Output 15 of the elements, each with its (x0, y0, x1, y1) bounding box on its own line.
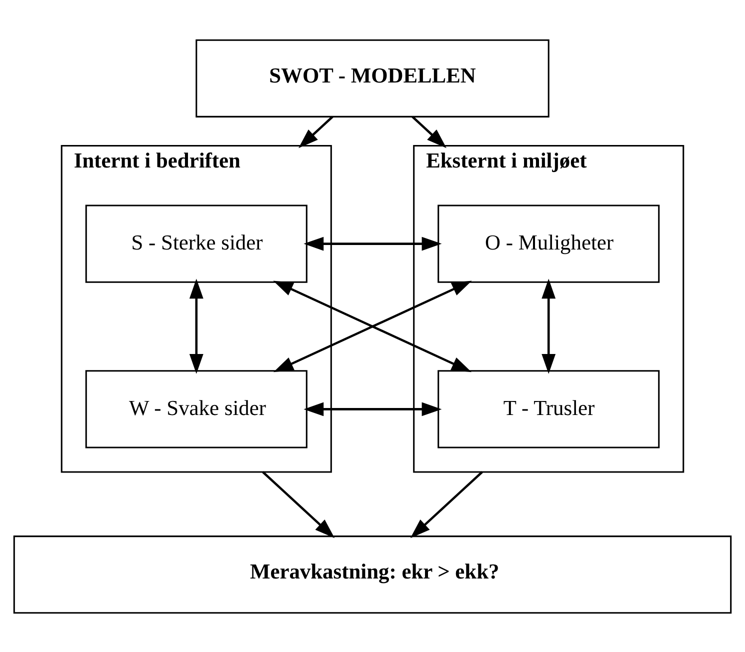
arrow (304, 402, 442, 416)
node-box: Meravkastning: ekr > ekk? (13, 535, 732, 614)
arrow (298, 115, 334, 148)
arrow (304, 236, 442, 250)
arrow (189, 278, 204, 374)
arrow (273, 280, 472, 372)
node-box: O - Muligheter (438, 204, 660, 282)
arrow (542, 278, 556, 374)
arrow (412, 115, 446, 148)
arrow (262, 470, 335, 538)
node-box: S - Sterke sider (85, 204, 308, 282)
node-box: W - Svake sider (85, 370, 308, 448)
node-box: SWOT - MODELLEN (196, 38, 550, 117)
node-box: T - Trusler (438, 370, 660, 448)
arrow (410, 470, 483, 538)
